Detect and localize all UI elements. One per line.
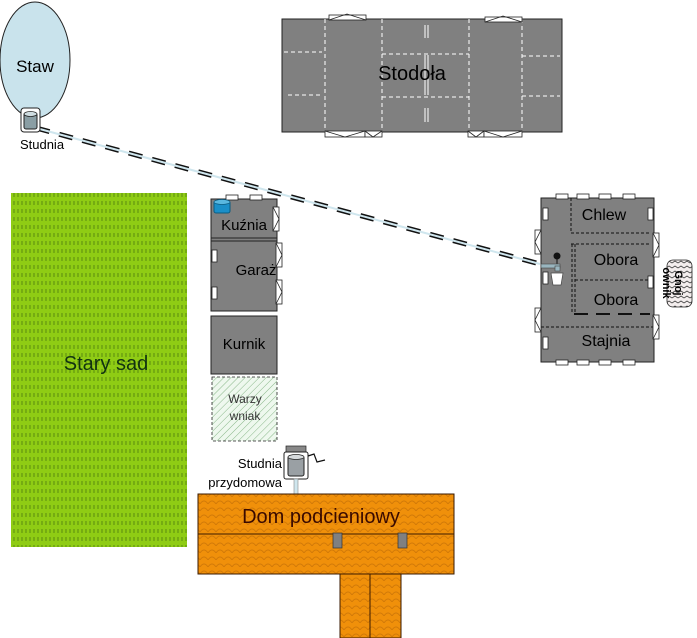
water-pipe	[35, 125, 541, 267]
pigsty-label: Chlew	[582, 207, 627, 224]
smithy-label: Kuźnia	[221, 217, 268, 234]
garage-label: Garaż	[236, 262, 277, 279]
vegetable-garden-label-2: wniak	[229, 409, 262, 423]
stable-label: Stajnia	[582, 333, 631, 350]
house-well-label-2: przydomowa	[208, 475, 282, 490]
vegetable-garden-label-1: Warzy	[228, 392, 262, 406]
water-trough-icon	[540, 252, 564, 286]
pond-label: Staw	[16, 57, 55, 76]
manure-label-1: Gnoj	[672, 270, 684, 295]
cowshed-2-label: Obora	[594, 292, 639, 309]
orchard-label: Stary sad	[64, 353, 148, 375]
livestock-building	[534, 193, 660, 366]
manure-label-2: ownik	[660, 267, 672, 299]
henhouse-label: Kurnik	[223, 336, 266, 353]
barn	[281, 13, 563, 138]
cowshed-1-label: Obora	[594, 252, 639, 269]
house	[197, 493, 455, 638]
barn-label: Stodoła	[378, 63, 447, 85]
house-well-label-1: Studnia	[238, 456, 283, 471]
house-well-icon	[283, 445, 326, 497]
henhouse	[210, 315, 278, 375]
smithy-garage	[210, 194, 283, 312]
orchard	[11, 193, 187, 547]
manure-pile	[666, 259, 693, 308]
house-label: Dom podcieniowy	[242, 506, 400, 528]
well-label: Studnia	[20, 137, 65, 152]
well-icon	[20, 107, 41, 133]
vegetable-garden	[211, 376, 278, 442]
water-barrel-icon	[213, 199, 231, 214]
